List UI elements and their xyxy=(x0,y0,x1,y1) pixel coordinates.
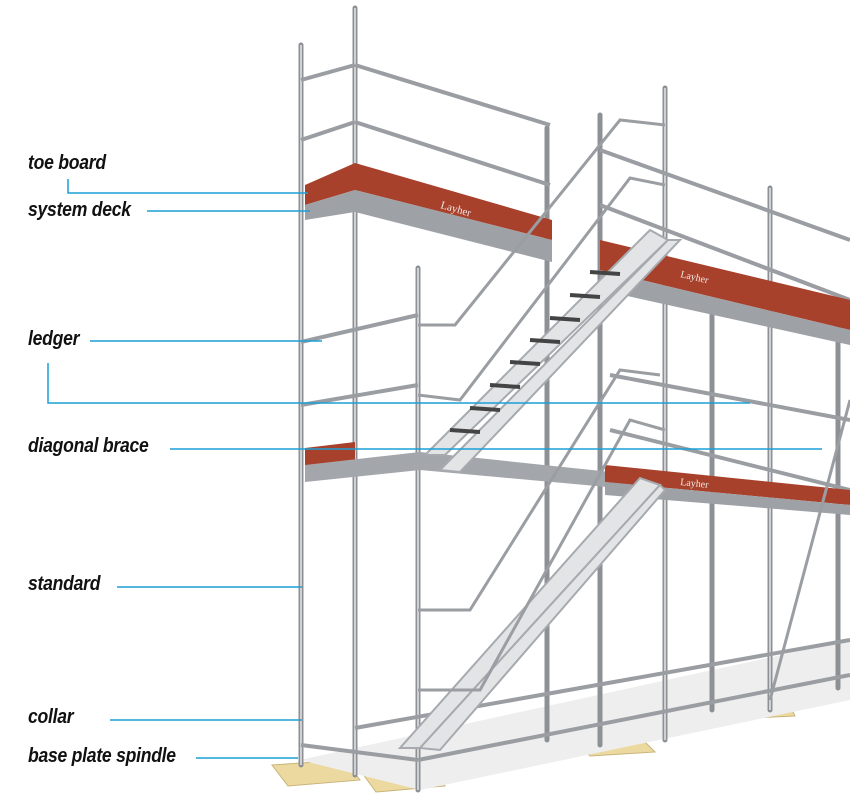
leader-toe-board xyxy=(67,179,308,194)
label-ledger: ledger xyxy=(28,328,80,350)
label-diagonal-brace: diagonal brace xyxy=(28,435,149,457)
stairs xyxy=(397,228,683,752)
label-system-deck: system deck xyxy=(28,199,131,221)
system-deck-lower: Layher xyxy=(305,442,850,515)
brand-mark: Layher xyxy=(680,477,710,491)
label-standard: standard xyxy=(28,573,101,595)
label-toe-board: toe board xyxy=(28,152,106,174)
leader-ledger-2 xyxy=(47,363,750,404)
label-base-plate-spindle: base plate spindle xyxy=(28,745,176,767)
system-deck-upper: Layher Layher xyxy=(305,163,850,345)
label-collar: collar xyxy=(28,706,74,728)
